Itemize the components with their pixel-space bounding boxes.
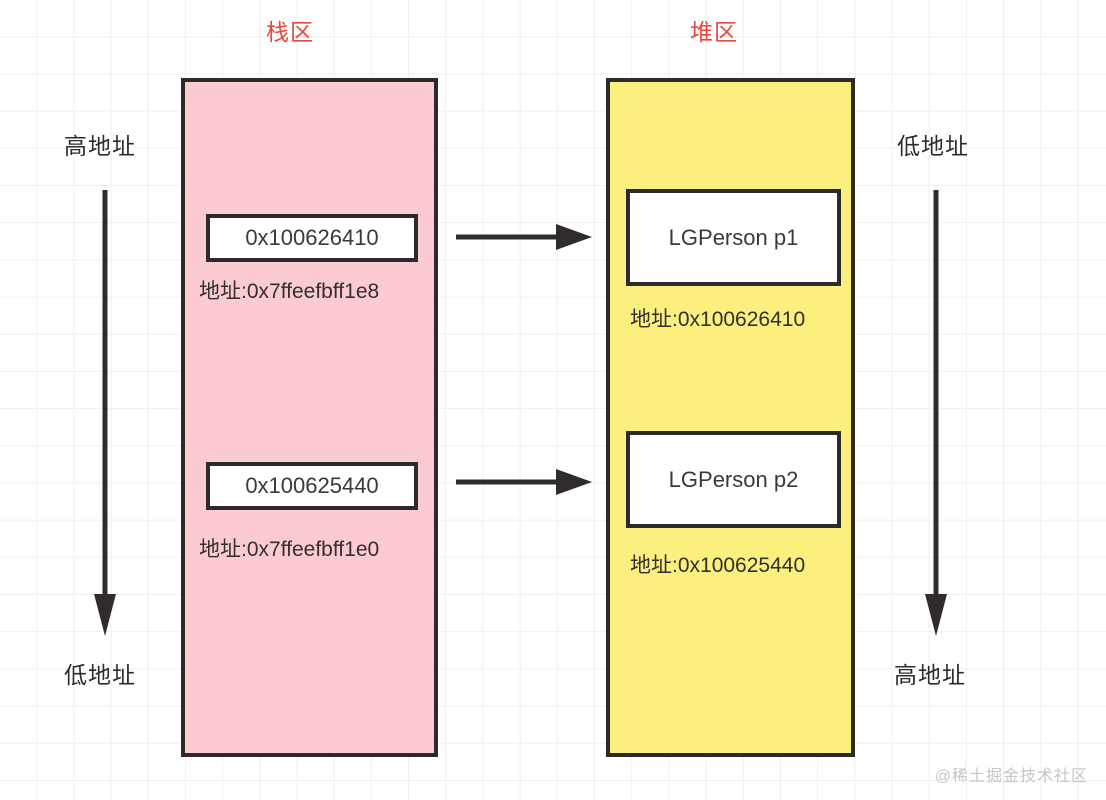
heap-object-1-box: LGPerson p1	[626, 189, 841, 286]
stack-slot-1-box: 0x100626410	[206, 214, 418, 262]
stack-region: 0x100626410 地址:0x7ffeefbff1e8 0x10062544…	[181, 78, 438, 757]
heap-region: LGPerson p1 地址:0x100626410 LGPerson p2 地…	[606, 78, 855, 757]
heap-object-2-box: LGPerson p2	[626, 431, 841, 528]
right-axis-top-label: 低地址	[897, 133, 969, 159]
pointer-arrow-p2-icon	[456, 469, 592, 495]
heap-region-title: 堆区	[690, 19, 738, 45]
heap-object-2-address-label: 地址:0x100625440	[630, 554, 806, 577]
pointer-arrow-p1-icon	[456, 224, 592, 250]
left-axis-top-label: 高地址	[64, 133, 136, 159]
stack-region-title: 栈区	[266, 19, 314, 45]
right-axis-down-arrow-icon	[925, 190, 947, 636]
heap-object-1-address-label: 地址:0x100626410	[630, 308, 806, 331]
stack-slot-2-box: 0x100625440	[206, 462, 418, 510]
right-axis-bottom-label: 高地址	[894, 662, 966, 688]
stack-slot-1-address-label: 地址:0x7ffeefbff1e8	[199, 280, 380, 303]
left-axis-down-arrow-icon	[94, 190, 116, 636]
watermark: @稀土掘金技术社区	[934, 768, 1088, 785]
stack-slot-2-address-label: 地址:0x7ffeefbff1e0	[199, 538, 380, 561]
left-axis-bottom-label: 低地址	[64, 662, 136, 688]
